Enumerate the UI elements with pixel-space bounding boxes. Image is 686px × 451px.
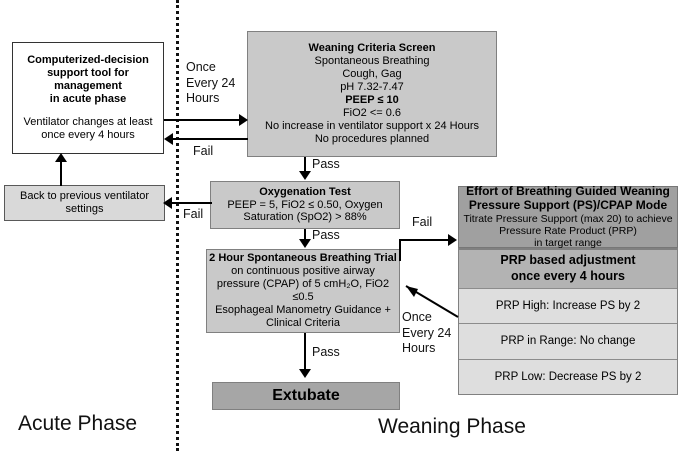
sbt-line-3: ≤0.5 (292, 291, 314, 303)
connector-sbt-to-extubate (304, 333, 306, 371)
box-weaning-criteria-screen: Weaning Criteria Screen Spontaneous Brea… (247, 31, 497, 157)
sbt-title: 2 Hour Spontaneous Breathing Trial (209, 252, 397, 265)
prp-header-line-1: PRP based adjustment (500, 253, 636, 268)
arrowhead-wcs-to-oxygenation (299, 171, 311, 180)
prp-panel-header: PRP based adjustment once every 4 hours (459, 249, 677, 288)
back-line-2: settings (65, 203, 104, 215)
arrowhead-sbt-to-extubate (299, 369, 311, 378)
box-computerized-decision-support-tool: Computerized-decision support tool for m… (12, 42, 164, 154)
box-two-hour-spontaneous-breathing-trial: 2 Hour Spontaneous Breathing Trial on co… (206, 249, 400, 333)
connector-wcs-to-oxygenation (304, 157, 306, 174)
label-weaning-phase: Weaning Phase (378, 415, 526, 438)
prp-row-high-label: PRP High: Increase PS by 2 (495, 300, 641, 313)
label-pass-to-sbt: Pass (312, 228, 340, 242)
box-back-to-previous-ventilator-settings: Back to previous ventilator settings (4, 185, 165, 221)
box-oxygenation-test: Oxygenation Test PEEP = 5, FiO2 ≤ 0.50, … (210, 181, 400, 229)
wcs-line-3: pH 7.32-7.47 (340, 81, 404, 94)
label-acute-phase: Acute Phase (18, 412, 138, 435)
extubate-label: Extubate (272, 386, 340, 404)
connector-back-to-cds (60, 158, 62, 186)
arrowhead-oxygenation-to-sbt (299, 239, 311, 248)
box-extubate: Extubate (212, 382, 400, 410)
panel-prp-based-adjustment: PRP based adjustment once every 4 hours … (458, 248, 678, 395)
wcs-line-2: Cough, Gag (342, 68, 402, 81)
sbt-line-5: Clinical Criteria (266, 316, 340, 329)
connector-prp-to-sbt (405, 285, 459, 318)
back-line-1: Back to previous ventilator (19, 190, 149, 203)
wcs-line-1: Spontaneous Breathing (314, 55, 430, 68)
connector-oxygenation-to-back (172, 202, 212, 204)
arrowhead-back-to-cds (55, 153, 67, 162)
ox-line-2: Saturation (SpO2) > 88% (243, 211, 367, 224)
cds-title-line-1: Computerized-decision (27, 53, 149, 66)
label-fail-to-back-previous: Fail (183, 207, 204, 221)
prp-row-low-label: PRP Low: Decrease PS by 2 (494, 370, 642, 383)
phase-divider (176, 0, 179, 451)
ox-line-1: PEEP = 5, FiO2 ≤ 0.50, Oxygen (227, 198, 383, 211)
label-pass-to-oxygenation: Pass (312, 157, 340, 171)
connector-sbt-fail-vertical (399, 240, 401, 261)
prp-header-line-2: once every 4 hours (511, 269, 625, 283)
effort-body-line-3: in target range (534, 237, 602, 250)
label-pass-to-extubate: Pass (312, 345, 340, 359)
effort-body-line-2: Pressure Rate Product (PRP) (499, 224, 637, 237)
sbt-line-1: on continuous positive airway (231, 265, 375, 278)
wcs-line-5: FiO2 <= 0.6 (342, 106, 402, 119)
prp-row-in-range: PRP in Range: No change (459, 323, 677, 359)
cds-body-line-1: Ventilator changes at least (23, 116, 153, 129)
arrowhead-wcs-to-cds (164, 133, 173, 145)
cds-title-line-2: support tool for management (47, 66, 129, 92)
arrowhead-sbt-to-effort (448, 234, 457, 246)
wcs-title: Weaning Criteria Screen (308, 42, 436, 55)
cds-title-line-3: in acute phase (49, 92, 127, 105)
effort-title-line-1: Effort of Breathing Guided Weaning (466, 184, 670, 199)
arrowhead-oxygenation-to-back (163, 197, 172, 209)
sbt-line-4: Esophageal Manometry Guidance + (215, 303, 391, 316)
connector-wcs-to-cds (172, 138, 248, 140)
ox-title: Oxygenation Test (259, 185, 351, 198)
connector-sbt-fail-horizontal (399, 239, 451, 241)
label-once-every-24-hours-right: Once Every 24 Hours (402, 310, 452, 356)
prp-row-low: PRP Low: Decrease PS by 2 (459, 358, 677, 394)
sbt-line-2: pressure (CPAP) of 5 cmH₂O, FiO2 (216, 278, 390, 291)
wcs-line-6: No increase in ventilator support x 24 H… (265, 119, 479, 132)
arrowhead-cds-to-wcs (239, 114, 248, 126)
effort-body-line-1: Titrate Pressure Support (max 20) to ach… (463, 212, 673, 225)
wcs-line-4: PEEP ≤ 10 (345, 94, 399, 106)
box-effort-of-breathing-guided-weaning: Effort of Breathing Guided Weaning Press… (458, 184, 678, 250)
wcs-line-7: No procedures planned (314, 132, 430, 145)
prp-row-high: PRP High: Increase PS by 2 (459, 288, 677, 324)
prp-row-in-range-label: PRP in Range: No change (500, 335, 636, 348)
label-fail-to-effort: Fail (412, 215, 433, 229)
cds-body-line-2: once every 4 hours (41, 129, 135, 142)
connector-cds-to-wcs (164, 119, 241, 121)
label-fail-to-cds: Fail (193, 144, 214, 158)
effort-title-line-2: Pressure Support (PS)/CPAP Mode (468, 198, 668, 213)
label-once-every-24-hours-top: Once Every 24 Hours (186, 60, 236, 106)
connector-oxygenation-to-sbt (304, 229, 306, 241)
